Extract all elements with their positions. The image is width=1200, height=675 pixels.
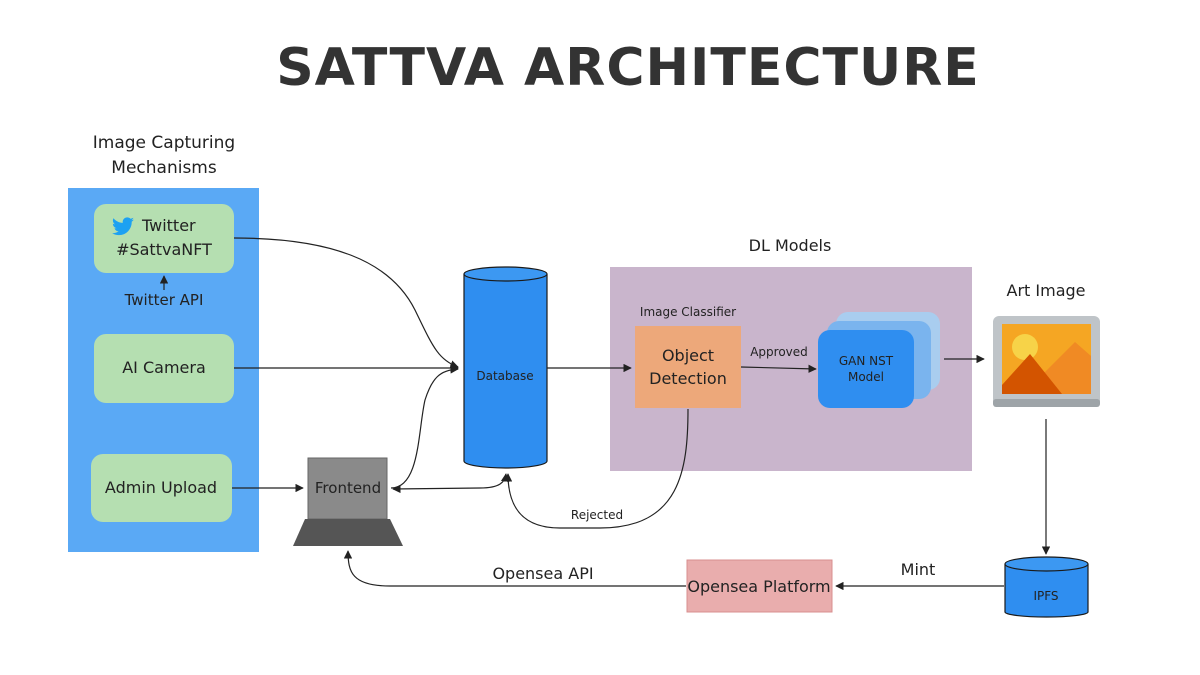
admin-upload-label: Admin Upload — [105, 478, 217, 497]
opensea-platform-box — [686, 559, 833, 613]
art-image-icon — [993, 316, 1100, 407]
capture-heading-line1: Image Capturing — [93, 133, 235, 153]
twitter-hashtag: #SattvaNFT — [116, 240, 212, 259]
art-image-heading: Art Image — [1007, 281, 1086, 300]
frontend-to-database-edge — [390, 365, 459, 489]
ai-camera-label: AI Camera — [122, 358, 206, 377]
capture-heading-line2: Mechanisms — [111, 158, 217, 178]
gan-nst-line1: GAN NST — [839, 354, 894, 368]
twitter-api-label: Twitter API — [124, 291, 204, 309]
database-cylinder — [463, 266, 548, 469]
gan-nst-line2: Model — [848, 370, 884, 384]
object-detection-box — [635, 326, 741, 408]
frontend-label: Frontend — [315, 479, 381, 497]
approved-arrow — [740, 364, 817, 373]
image-classifier-heading: Image Classifier — [640, 305, 736, 319]
mint-label: Mint — [901, 560, 936, 579]
opensea-api-arrow — [343, 550, 686, 587]
ipfs-label: IPFS — [1033, 589, 1058, 603]
approved-label: Approved — [750, 345, 808, 359]
opensea-platform-label: Opensea Platform — [687, 577, 830, 596]
page-title: SATTVA ARCHITECTURE — [276, 38, 980, 98]
object-detection-line2: Detection — [649, 369, 727, 388]
ipfs-cylinder — [1004, 556, 1089, 618]
database-label: Database — [476, 369, 533, 383]
twitter-label: Twitter — [141, 216, 196, 235]
admin-upload-box — [91, 454, 232, 522]
object-detection-line1: Object — [662, 346, 714, 365]
gan-nst-model-stack — [818, 312, 940, 408]
twitter-to-database-edge — [233, 237, 459, 369]
opensea-api-label: Opensea API — [492, 564, 593, 583]
ai-camera-box — [94, 334, 234, 403]
frontend-database-sync-edge — [392, 473, 510, 494]
rejected-label: Rejected — [571, 508, 623, 522]
dl-models-heading: DL Models — [749, 236, 832, 255]
frontend-laptop-icon — [293, 457, 403, 546]
twitter-box — [94, 204, 234, 273]
rejected-loop-edge — [503, 408, 689, 529]
twitter-bird-icon — [112, 217, 134, 236]
